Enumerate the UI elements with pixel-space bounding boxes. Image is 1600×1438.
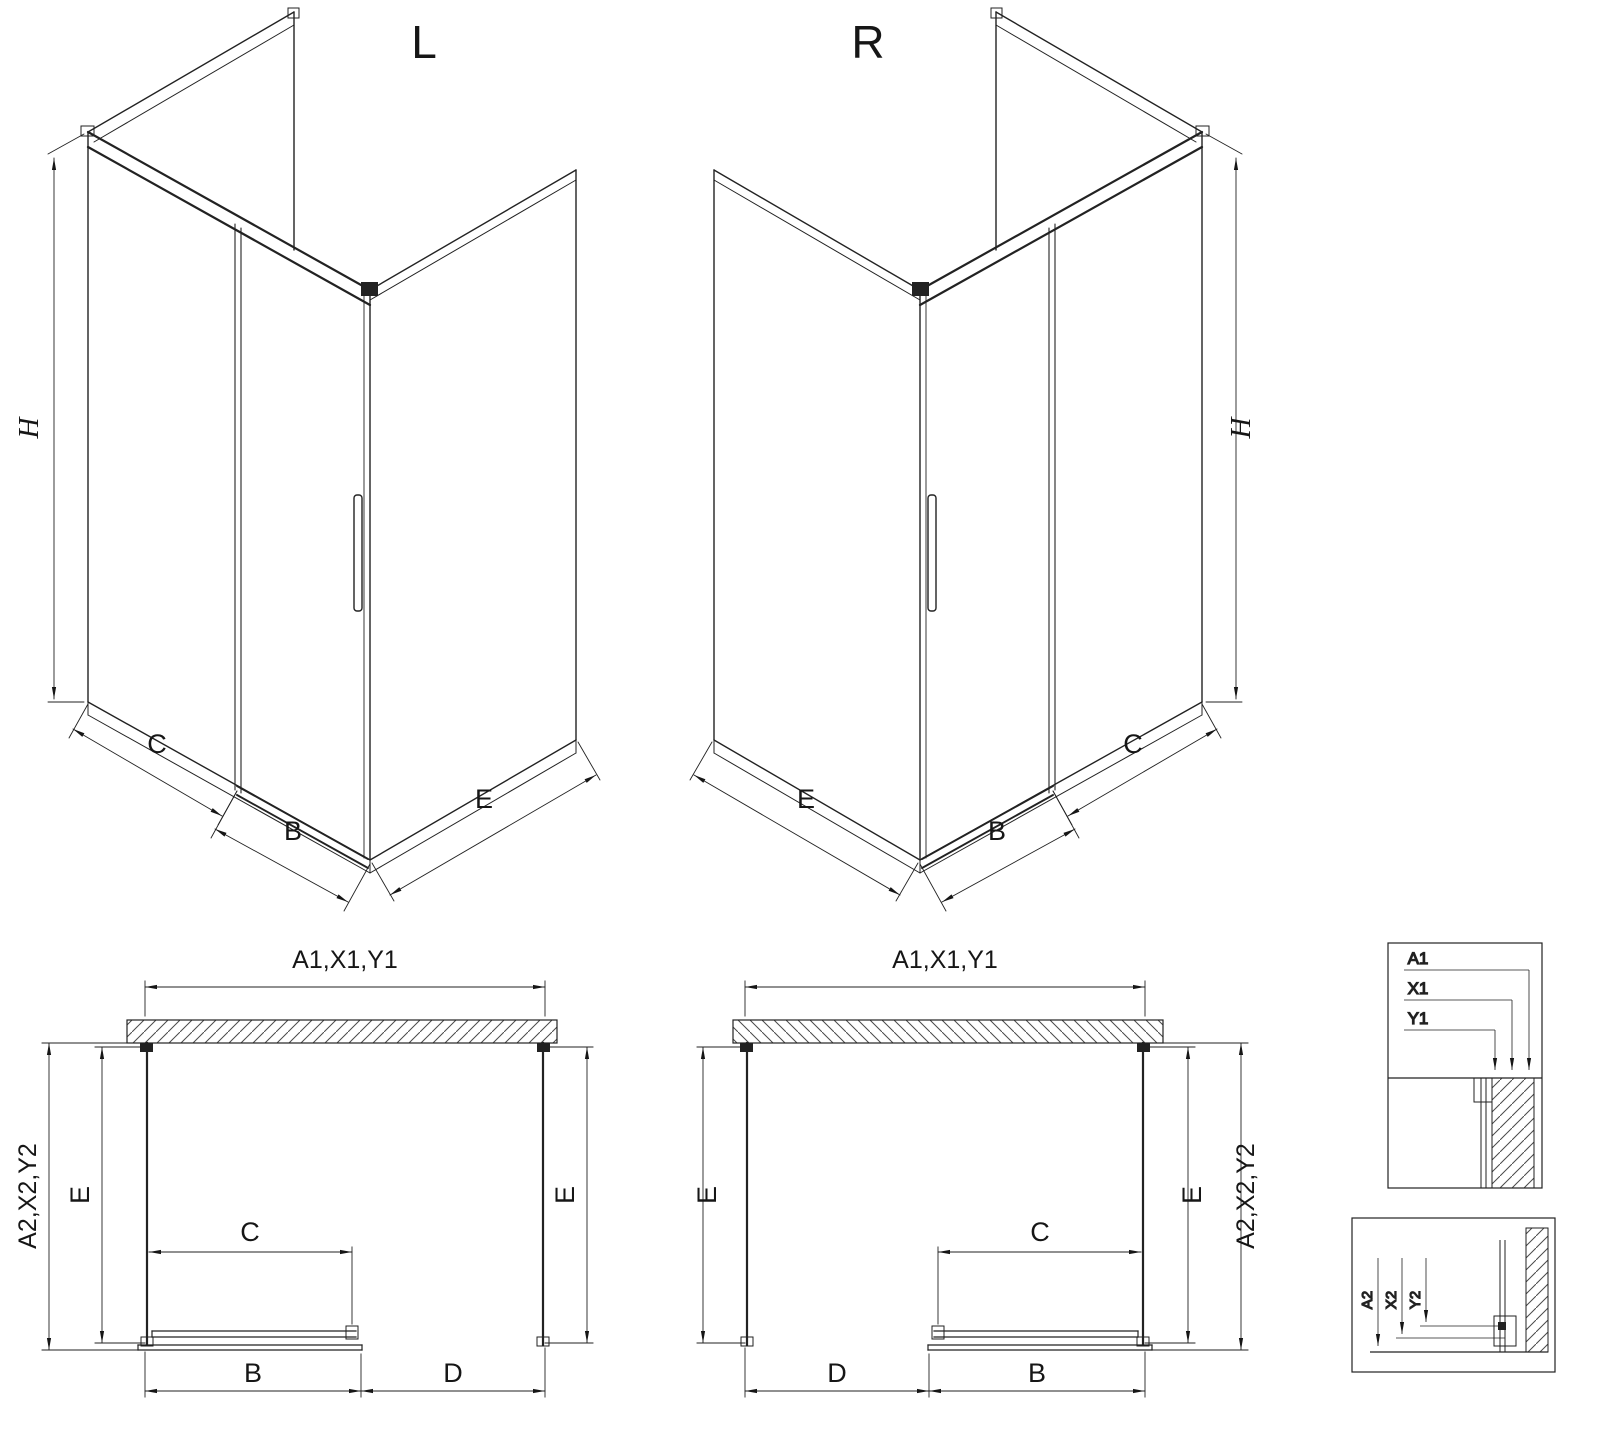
dim-label-depth-outer-left: A2,X2,Y2	[14, 1143, 42, 1249]
dim-label-depth-outer-right: A2,X2,Y2	[1232, 1143, 1260, 1249]
dim-label-e-left: E	[65, 1186, 95, 1204]
detail-label-x1: X1	[1408, 979, 1429, 998]
plan-glass-panels	[140, 1041, 550, 1347]
dim-label-door-width-left: B	[244, 1358, 262, 1388]
dim-label-fixed-left: C	[147, 729, 167, 759]
door-handle	[353, 494, 363, 612]
plan-right-labels: A1,X1,Y1 A2,X2,Y2 E E C B D	[692, 946, 1260, 1388]
plan-dimension-lines	[41, 980, 594, 1398]
dim-label-width-top-left: A1,X1,Y1	[292, 946, 398, 974]
detail-floor-profile: A2 X2 Y2	[1351, 1217, 1556, 1373]
wall-section-hatch-plan	[1525, 1227, 1549, 1353]
dim-label-door-left: B	[284, 816, 302, 846]
variant-label-right: R	[851, 16, 884, 68]
dim-label-door-right: B	[988, 816, 1006, 846]
sliding-door	[234, 223, 369, 869]
dim-label-door-travel-right: C	[1030, 1217, 1050, 1247]
detail-label-y2: Y2	[1407, 1291, 1424, 1309]
plan-sliding-door	[137, 1325, 363, 1351]
iso-dimension-lines	[47, 133, 601, 912]
dim-label-e-right: E	[550, 1186, 580, 1204]
detail-wall-profile: A1 X1 Y1	[1387, 942, 1543, 1189]
dim-label-e-inner-left: E	[692, 1186, 722, 1204]
dim-label-width-top-right: A1,X1,Y1	[892, 946, 998, 974]
dim-label-e-inner-right: E	[1177, 1186, 1207, 1204]
plan-enclosure-geometry	[41, 980, 594, 1398]
detail-label-a1: A1	[1408, 949, 1429, 968]
detail-label-x2: X2	[1383, 1291, 1400, 1309]
wall-hatch	[126, 1019, 558, 1044]
wall-section-hatch	[1491, 1077, 1535, 1189]
dim-label-door-travel-left: C	[240, 1217, 260, 1247]
iso-right-labels: R H C B E	[797, 16, 1257, 846]
dim-label-height-right: H	[1225, 415, 1257, 439]
dim-label-door-width-right: B	[1028, 1358, 1046, 1388]
dim-label-side-right: E	[797, 784, 815, 814]
iso-enclosure-geometry	[47, 7, 601, 912]
detail-label-a2: A2	[1359, 1291, 1376, 1309]
iso-right-geometry	[690, 8, 1242, 911]
detail-label-y1: Y1	[1408, 1009, 1429, 1028]
plan-left-labels: A1,X1,Y1 A2,X2,Y2 E E C B D	[14, 946, 580, 1388]
iso-left-labels: L H C B E	[13, 16, 493, 846]
variant-label-left: L	[411, 16, 437, 68]
dim-label-fixed-right: C	[1123, 729, 1143, 759]
plan-right-geometry	[697, 981, 1248, 1397]
dim-label-side-left: E	[475, 784, 493, 814]
dim-label-entry-right: D	[827, 1358, 847, 1388]
dim-label-height-left: H	[13, 415, 45, 439]
dim-label-entry-left: D	[443, 1358, 463, 1388]
